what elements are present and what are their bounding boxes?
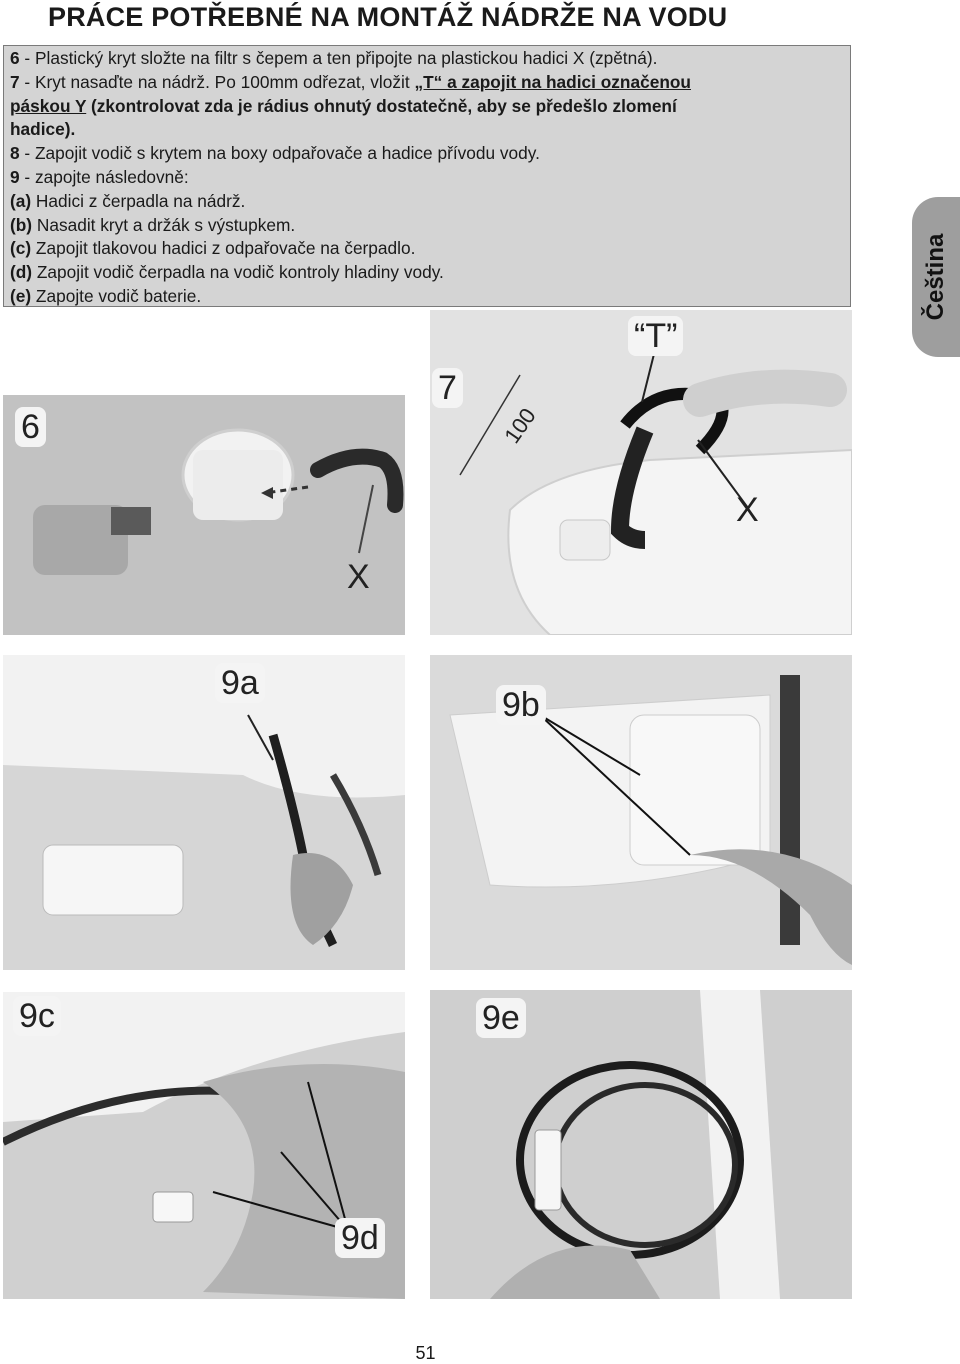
photo-9e: 9e xyxy=(430,990,852,1299)
hose-x-label: X xyxy=(347,558,370,596)
photo-9e-drawing xyxy=(430,990,852,1299)
photo-9a: 9a xyxy=(3,655,405,970)
figure-label-9e: 9e xyxy=(476,998,526,1038)
instruction-9b: (b) Nasadit kryt a držák s výstupkem. xyxy=(10,214,296,235)
instruction-6: 6 - Plastický kryt složte na filtr s čep… xyxy=(10,48,658,68)
figure-label-9d: 9d xyxy=(335,1218,385,1258)
photo-7-drawing xyxy=(430,310,852,635)
photo-9a-drawing xyxy=(3,655,405,970)
instruction-7-end: hadice). xyxy=(10,119,76,140)
page-title: PRÁCE POTŘEBNÉ NA MONTÁŽ NÁDRŽE NA VODU xyxy=(48,2,728,32)
instruction-8: 8 - Zapojit vodič s krytem na boxy odpař… xyxy=(10,143,540,164)
instruction-9d: (d) Zapojit vodič čerpadla na vodič kont… xyxy=(10,262,444,283)
photo-9b: 9b xyxy=(430,655,852,970)
figure-label-6: 6 xyxy=(15,407,46,447)
figure-label-9b: 9b xyxy=(496,685,546,725)
instruction-7-cont: páskou Y (zkontrolovat zda je rádius ohn… xyxy=(10,95,677,116)
photo-6-drawing xyxy=(3,395,405,635)
hose-x-label-2: X xyxy=(736,491,759,529)
tee-t-label: “T” xyxy=(628,316,684,356)
photo-7: 7 “T” 100 X xyxy=(430,310,852,635)
instruction-7: 7 - Kryt nasaďte na nádrž. Po 100mm odře… xyxy=(10,71,691,92)
photo-9b-drawing xyxy=(430,655,852,970)
figure-label-9c: 9c xyxy=(13,996,61,1036)
instruction-9: 9 - zapojte následovně: xyxy=(10,166,189,187)
language-tab: Čeština xyxy=(912,197,960,357)
figure-label-7: 7 xyxy=(432,368,463,408)
photo-9c: 9c 9d xyxy=(3,992,405,1299)
instruction-9e: (e) Zapojte vodič baterie. xyxy=(10,285,202,306)
photo-6: 6 X xyxy=(3,395,405,635)
figure-label-9a: 9a xyxy=(215,663,265,703)
page-number: 51 xyxy=(415,1343,436,1363)
instruction-9c: (c) Zapojit tlakovou hadici z odpařovače… xyxy=(10,238,416,259)
instructions-box: 6 - Plastický kryt složte na filtr s čep… xyxy=(3,45,851,307)
instruction-9a: (a) Hadici z čerpadla na nádrž. xyxy=(10,190,246,211)
